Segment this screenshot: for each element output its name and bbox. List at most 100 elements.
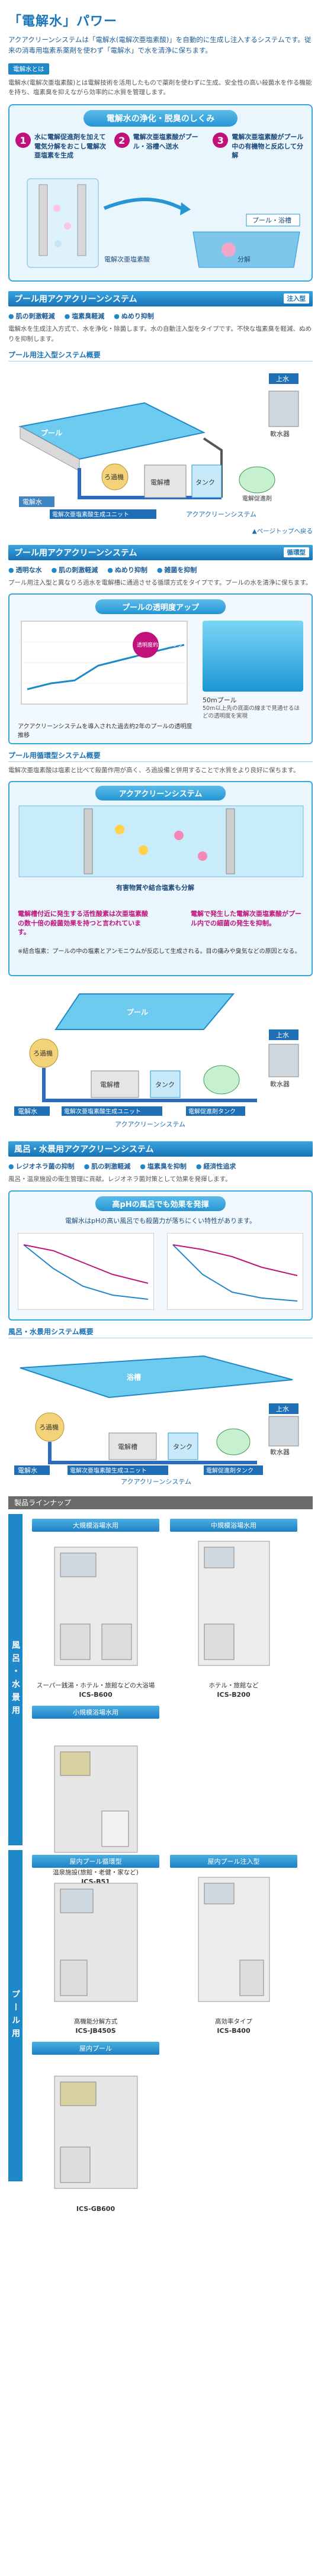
mechanism-step: 2 電解次亜塩素酸がプール・浴槽へ送水 xyxy=(114,133,207,160)
lineup-header: 製品ラインナップ xyxy=(8,1496,313,1509)
product-card[interactable]: 大規模浴場水用 スーパー銭湯・ホテル・旅館などの大浴場 ICS-B600 xyxy=(32,1518,159,1699)
product-model: ICS-B400 xyxy=(217,2026,251,2035)
product-caption: ホテル・旅館など xyxy=(208,1681,259,1689)
pipe-icon xyxy=(42,1068,257,1103)
softener-icon xyxy=(268,1416,299,1447)
transparency-line xyxy=(27,644,185,690)
pool-injection-diagram: プール ろ過機 電解槽 タンク 上水 軟水器 電解促進剤 電解水 電解水 電解次… xyxy=(18,373,299,519)
pool-label: プール xyxy=(41,428,62,437)
softener-icon xyxy=(268,390,299,427)
product-card[interactable]: 屋内プール循環型 高機能分解方式 ICS-JB450S xyxy=(32,1854,159,2035)
feature-item: 塩素臭軽減 xyxy=(65,311,104,321)
step-number: 2 xyxy=(114,133,130,149)
feature-item: 肌の刺激軽減 xyxy=(8,311,55,321)
pool-circulation-diagram: プール 上水 軟水器 ろ過機 電解槽 タンク 電解水 電解次亜塩素酸生成ユニット… xyxy=(14,993,299,1128)
mechanism-panel: 電解水の浄化・脱臭のしくみ 1 水に電解促進剤を加えて電気分解をおこし電解次亜塩… xyxy=(8,104,313,282)
ph-box-text: 電解水はpHの高い風呂でも殺菌力が落ちにくい特性があります。 xyxy=(65,1216,256,1225)
pool-features: 肌の刺激軽減 塩素臭軽減 ぬめり抑制 xyxy=(8,311,313,321)
section-pool-circulation: プール用アクアクリーンシステム 循環型 xyxy=(8,544,313,560)
product-card[interactable]: 中規模浴場水用 ホテル・旅館など ICS-B200 xyxy=(170,1518,297,1699)
electrolyzed-water-tag: 電解水とは xyxy=(8,63,49,75)
promoter-label: 電解促進剤タンク xyxy=(188,1108,236,1115)
ph-chart-right xyxy=(167,1232,303,1310)
product-caption: 高機能分解方式 xyxy=(73,2017,118,2025)
softener-label: 軟水器 xyxy=(270,430,290,438)
product-grid: 大規模浴場水用 スーパー銭湯・ホテル・旅館などの大浴場 ICS-B600 中規模… xyxy=(23,1514,313,1886)
electrolyzer-label: 電解槽 xyxy=(118,1442,137,1451)
unit-label: 電解次亜塩素酸生成ユニット xyxy=(64,1108,141,1115)
electrode-icon xyxy=(38,184,48,256)
section-title: 風呂・水景用アクアクリーンシステム xyxy=(14,1145,154,1155)
electrode-icon xyxy=(77,184,86,256)
filter-label: ろ過機 xyxy=(39,1423,59,1431)
pool-photo xyxy=(203,621,303,692)
unit-label: 電解次亜塩素酸生成ユニット xyxy=(52,511,129,518)
system-label: アクアクリーンシステム xyxy=(121,1478,191,1486)
unit-label: 電解次亜塩素酸生成ユニット xyxy=(70,1467,147,1474)
transparency-title: プールの透明度アップ xyxy=(95,599,226,615)
product-image xyxy=(198,1541,269,1666)
panel-text: 電解で発生した電解次亜塩素酸がプール内での細菌の発生を抑制。 xyxy=(191,910,301,927)
bath-features: レジオネラ菌の抑制 肌の刺激軽減 塩素臭を抑制 経済性追求 xyxy=(8,1161,313,1171)
pool-label: プール xyxy=(127,1008,148,1016)
step-text: 電解次亜塩素酸がプール中の有機物と反応して分解 xyxy=(232,133,304,160)
tank-icon xyxy=(150,1070,181,1098)
transparency-box: プールの透明度アップ 透明度約3倍アップ アクアクリーンシステムを導入された過去… xyxy=(8,593,313,745)
filter-icon xyxy=(101,463,129,490)
system-panel-title: アクアクリーンシステム xyxy=(95,786,226,801)
feature-item: 経済性追求 xyxy=(196,1161,236,1171)
step-number: 3 xyxy=(213,133,229,149)
feature-item: 肌の刺激軽減 xyxy=(52,565,98,574)
promoter-tank-icon xyxy=(203,1065,240,1095)
photo-caption: 50m以上先の底面の線まで見通せるほどの透明度を実現 xyxy=(203,705,300,720)
system-label: アクアクリーンシステム xyxy=(115,1121,185,1128)
elec-water-tag: 電解水 xyxy=(18,1466,37,1474)
lead-text: アクアクリーンシステムは「電解水(電解次亜塩素酸)」を自動的に生成し注入するシス… xyxy=(8,35,312,55)
injection-chip: 注入型 xyxy=(283,293,309,304)
ph-box-title: 高pHの風呂でも効果を発揮 xyxy=(95,1196,226,1211)
back-to-top-link[interactable]: ▲ページトップへ戻る xyxy=(252,527,313,535)
bath-subhead: 風呂・水景用システム概要 xyxy=(8,1326,313,1338)
circ-subhead: プール用循環型システム概要 xyxy=(8,750,313,763)
tank-label: タンク xyxy=(195,479,215,486)
product-image xyxy=(54,1883,137,2002)
ph-box: 高pHの風呂でも効果を発揮 電解水はpHの高い風呂でも殺菌力が落ちにくい特性があ… xyxy=(8,1190,313,1321)
tank-label: タンク xyxy=(173,1443,192,1451)
section-title: プール用アクアクリーンシステム xyxy=(14,548,137,558)
electrode-label: 電解次亜塩素酸 xyxy=(104,255,150,263)
tank-label: タンク xyxy=(155,1081,175,1089)
product-card[interactable]: 屋内プール注入型 高効率タイプ ICS-B400 xyxy=(170,1854,297,2035)
mechanism-step: 1 水に電解促進剤を加えて電気分解をおこし電解次亜塩素を生成 xyxy=(15,133,108,160)
product-card[interactable]: 屋内プール ICS-GB600 xyxy=(32,2041,159,2213)
pool-subhead: プール用注入型システム概要 xyxy=(8,350,313,361)
panel-note: ※結合塩素：プールの中の塩素とアンモニウムが反応して生成される。目の痛みや臭気な… xyxy=(18,948,301,955)
circ-features: 透明な水 肌の刺激軽減 ぬめり抑制 雑菌を抑制 xyxy=(8,565,313,574)
circ-p2: 電解次亜塩素酸は塩素と比べて殺菌作用が高く、ろ過設備と併用することで水質をより良… xyxy=(8,767,300,774)
lineup-side-label: プール用 xyxy=(8,1849,23,2181)
panel-text: 電解槽付近に発生する活性酸素は次亜塩素酸の数十倍の殺菌効果を持つと言われています… xyxy=(18,910,148,937)
product-image xyxy=(198,1877,269,2002)
feature-item: 雑菌を抑制 xyxy=(157,565,197,574)
electrolyzed-water-desc: 電解水(電解次亜塩素酸)とは電解技術を活用したもので薬剤を使わずに生成。安全性の… xyxy=(8,79,312,96)
pool-intro: 電解水を生成注入方式で、水を浄化・除菌します。水の自動注入型をタイプです。不快な… xyxy=(8,325,312,343)
product-label: 屋内プール循環型 xyxy=(32,1854,159,1868)
product-model: ICS-JB450S xyxy=(75,2026,116,2035)
promoter-label: 電解促進剤タンク xyxy=(206,1467,253,1474)
ph-chart-left xyxy=(18,1232,154,1310)
step-text: 電解次亜塩素酸がプール・浴槽へ送水 xyxy=(133,133,198,150)
transparency-chart: 透明度約3倍アップ xyxy=(21,621,188,705)
mechanism-steps: 1 水に電解促進剤を加えて電気分解をおこし電解次亜塩素を生成 2 電解次亜塩素酸… xyxy=(15,133,306,160)
mechanism-title: 電解水の浄化・脱臭のしくみ xyxy=(84,110,237,127)
product-card[interactable]: 小規模浴場水用 温泉施設(旅館・老健・家など) ICS-B51 xyxy=(32,1705,159,1886)
filter-label: ろ過機 xyxy=(104,473,124,481)
feature-item: 肌の刺激軽減 xyxy=(84,1161,130,1171)
pipe-icon xyxy=(48,1441,257,1464)
electrode-icon xyxy=(84,808,93,874)
product-model: ICS-B600 xyxy=(79,1690,113,1699)
electrolyzer-icon xyxy=(108,1432,157,1460)
circ-intro: プール用注入型と異なりろ過水を電解槽に通過させる循環方式をタイプです。プールの水… xyxy=(8,579,312,586)
promoter-tank-icon xyxy=(216,1428,251,1455)
step-number: 1 xyxy=(15,133,31,149)
lineup-group-pool: プール用 屋内プール循環型 高機能分解方式 ICS-JB450S 屋内プール注入… xyxy=(8,1849,313,2213)
